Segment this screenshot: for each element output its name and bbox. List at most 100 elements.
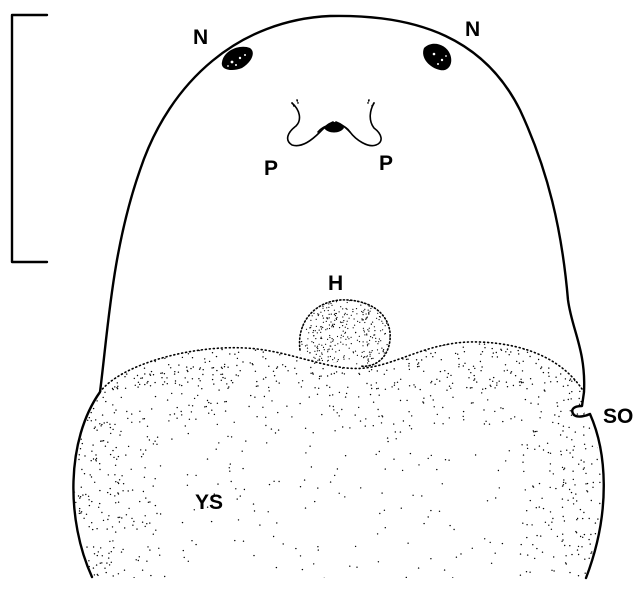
- stipple-dot: [363, 354, 364, 355]
- stipple-dot: [301, 341, 302, 342]
- stipple-dot: [359, 374, 360, 375]
- stipple-dot: [351, 337, 352, 338]
- stipple-dot: [218, 389, 219, 390]
- stipple-dot: [83, 395, 84, 396]
- stipple-dot: [313, 335, 314, 336]
- stipple-dot: [381, 308, 382, 309]
- stipple-dot: [107, 364, 108, 365]
- stipple-dot: [188, 561, 189, 562]
- stipple-dot: [329, 314, 330, 315]
- stipple-dot: [178, 372, 179, 373]
- stipple-dot: [515, 375, 516, 376]
- stipple-dot: [586, 410, 587, 411]
- stipple-dot: [367, 345, 368, 346]
- stipple-dot: [561, 345, 562, 346]
- stipple-dot: [580, 509, 581, 510]
- stipple-dot: [67, 387, 68, 388]
- stipple-dot: [126, 411, 127, 412]
- stipple-dot: [83, 413, 84, 414]
- stipple-dot: [377, 347, 378, 348]
- stipple-dot: [329, 405, 330, 406]
- stipple-dot: [76, 402, 77, 403]
- stipple-dot: [328, 310, 329, 311]
- stipple-dot: [131, 355, 132, 356]
- stipple-dot: [297, 364, 298, 365]
- stipple-dot: [423, 398, 424, 399]
- stipple-dot: [144, 467, 145, 468]
- stipple-dot: [321, 338, 322, 339]
- stipple-dot: [297, 328, 298, 329]
- stipple-dot: [92, 444, 93, 445]
- stipple-dot: [602, 574, 603, 575]
- stipple-dot: [195, 544, 196, 545]
- stipple-dot: [373, 402, 374, 403]
- stipple-dot: [442, 483, 443, 484]
- stipple-dot: [563, 482, 564, 483]
- stipple-dot: [227, 367, 228, 368]
- stipple-dot: [567, 345, 568, 346]
- stipple-dot: [140, 378, 141, 379]
- stipple-dot: [569, 489, 570, 490]
- stipple-dot: [584, 444, 585, 445]
- stipple-dot: [587, 483, 588, 484]
- stipple-dot: [314, 351, 315, 352]
- stipple-dot: [556, 402, 557, 403]
- stipple-dot: [599, 474, 600, 475]
- stipple-dot: [208, 402, 209, 403]
- stipple-dot: [586, 490, 587, 491]
- stipple-dot: [365, 425, 366, 426]
- stipple-dot: [586, 412, 587, 413]
- stipple-dot: [334, 320, 335, 321]
- stipple-dot: [155, 530, 156, 531]
- stipple-dot: [579, 391, 580, 392]
- stipple-dot: [107, 492, 108, 493]
- stipple-dot: [231, 436, 232, 437]
- stipple-dot: [124, 376, 125, 377]
- stipple-dot: [533, 431, 534, 432]
- stipple-dot: [610, 500, 611, 501]
- stipple-dot: [84, 473, 85, 474]
- stipple-dot: [561, 454, 562, 455]
- stipple-dot: [312, 299, 313, 300]
- stipple-dot: [381, 361, 382, 362]
- stipple-dot: [563, 484, 564, 485]
- stipple-dot: [576, 346, 577, 347]
- stipple-dot: [277, 366, 278, 367]
- stipple-dot: [337, 412, 338, 413]
- stipple-dot: [569, 393, 570, 394]
- stipple-dot: [536, 431, 537, 432]
- stipple-dot: [198, 345, 199, 346]
- stipple-dot: [131, 518, 132, 519]
- stipple-dot: [321, 326, 322, 327]
- stipple-dot: [334, 475, 335, 476]
- stipple-dot: [319, 376, 320, 377]
- stipple-dot: [214, 414, 215, 415]
- stipple-dot: [332, 341, 333, 342]
- stipple-dot: [317, 546, 318, 547]
- stipple-dot: [322, 360, 323, 361]
- stipple-dot: [391, 368, 392, 369]
- stipple-dot: [108, 515, 109, 516]
- stipple-dot: [526, 537, 527, 538]
- stipple-dot: [93, 567, 94, 568]
- stipple-dot: [378, 307, 379, 308]
- stipple-dot: [137, 375, 138, 376]
- stipple-dot: [322, 308, 323, 309]
- stipple-dot: [555, 377, 556, 378]
- stipple-dot: [332, 394, 333, 395]
- stipple-dot: [376, 382, 377, 383]
- stipple-dot: [474, 368, 475, 369]
- stipple-dot: [255, 350, 256, 351]
- stipple-dot: [115, 356, 116, 357]
- stipple-dot: [139, 501, 140, 502]
- stipple-dot: [89, 389, 90, 390]
- stipple-dot: [328, 303, 329, 304]
- stipple-dot: [322, 327, 323, 328]
- stipple-dot: [565, 483, 566, 484]
- stipple-dot: [162, 384, 163, 385]
- stipple-dot: [342, 316, 343, 317]
- stipple-dot: [304, 315, 305, 316]
- stipple-dot: [240, 370, 241, 371]
- stipple-dot: [132, 525, 133, 526]
- stipple-dot: [449, 386, 450, 387]
